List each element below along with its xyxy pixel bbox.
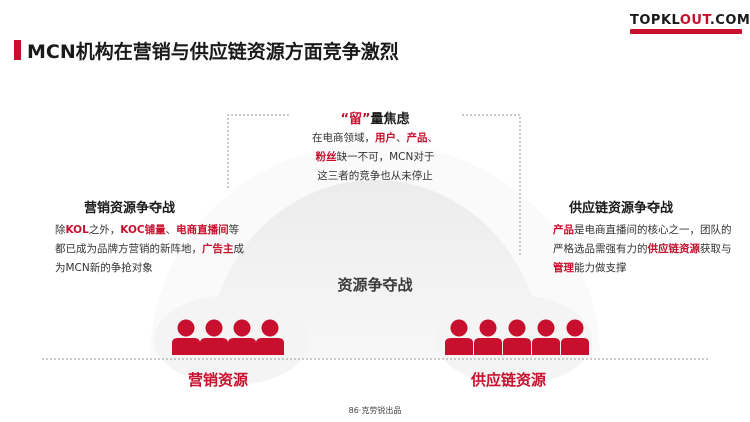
logo-text: TOPKLOUT.COM [630,13,750,28]
quote-close: ” [362,112,371,127]
title-highlight: 留 [348,112,362,127]
highlight-live-room: 电商直播间 [176,224,229,236]
logo-accent: OUT [679,13,710,28]
page-title: MCN机构在营销与供应链资源方面竞争激烈 [27,41,399,63]
highlight-supply-chain: 供应链资源 [647,243,701,255]
left-block-body: 除KOL之外，KOC铺量、电商直播间等都已成为品牌方营销的新阵地，广告主成为MC… [55,221,245,278]
text-segment: 这三者的竞争也从未停止 [317,170,433,182]
quote-open: “ [340,112,349,127]
center-block-title: “留”量焦虑 [275,108,475,127]
right-block-body: 产品是电商直播间的核心之一，团队的严格选品需强有力的供应链资源获取与管理能力做支… [553,221,738,278]
logo-stripe [630,29,742,34]
highlight-product: 产品 [553,224,574,236]
title-accent-bar [14,40,21,60]
text-segment: 成为MCN新的争抢对象 [55,243,244,274]
text-segment: 、 [396,132,407,144]
text-segment: 在电商领域， [312,132,375,144]
connector-lines [227,114,521,255]
text-segment: 是电商直播间的核心之一，团队的严格选品需强有力的 [553,224,732,255]
text-segment: 除 [55,224,66,236]
supply-chain-resources-label: 供应链资源 [471,371,547,389]
highlight-kol: KOL [65,224,89,236]
logo-prefix: TOPKL [630,13,680,28]
text-segment: 获取与 [700,243,732,255]
logo-suffix: .COM [709,13,750,28]
page-footer: 86·克劳锐出品 [348,406,402,415]
marketing-resources-label: 营销资源 [188,371,249,389]
highlight-advertiser: 广告主 [202,243,234,255]
arc-label: 资源争夺战 [337,276,413,294]
title-rest: 量焦虑 [370,112,410,127]
text-segment: 之外， [88,224,121,236]
text-segment: 能力做支撑 [574,262,627,274]
highlight-users: 用户 [375,132,396,144]
highlight-fans: 粉丝 [315,151,337,163]
text-segment: 、 [165,224,177,236]
right-block-title: 供应链资源争夺战 [569,201,674,216]
text-segment: 、 [427,132,439,144]
left-block-title: 营销资源争夺战 [84,201,176,216]
highlight-koc: KOC铺量 [120,224,166,236]
text-segment: 缺一不可，MCN对于 [336,151,435,163]
center-block-body: 在电商领域，用户、产品、粉丝缺一不可，MCN对于这三者的竞争也从未停止 [275,129,475,186]
highlight-products: 产品 [406,132,428,144]
logo: TOPKLOUT.COM [630,13,750,34]
highlight-management: 管理 [553,262,574,274]
text-segment: 等都已成为品牌方营销的新阵地， [55,224,240,255]
